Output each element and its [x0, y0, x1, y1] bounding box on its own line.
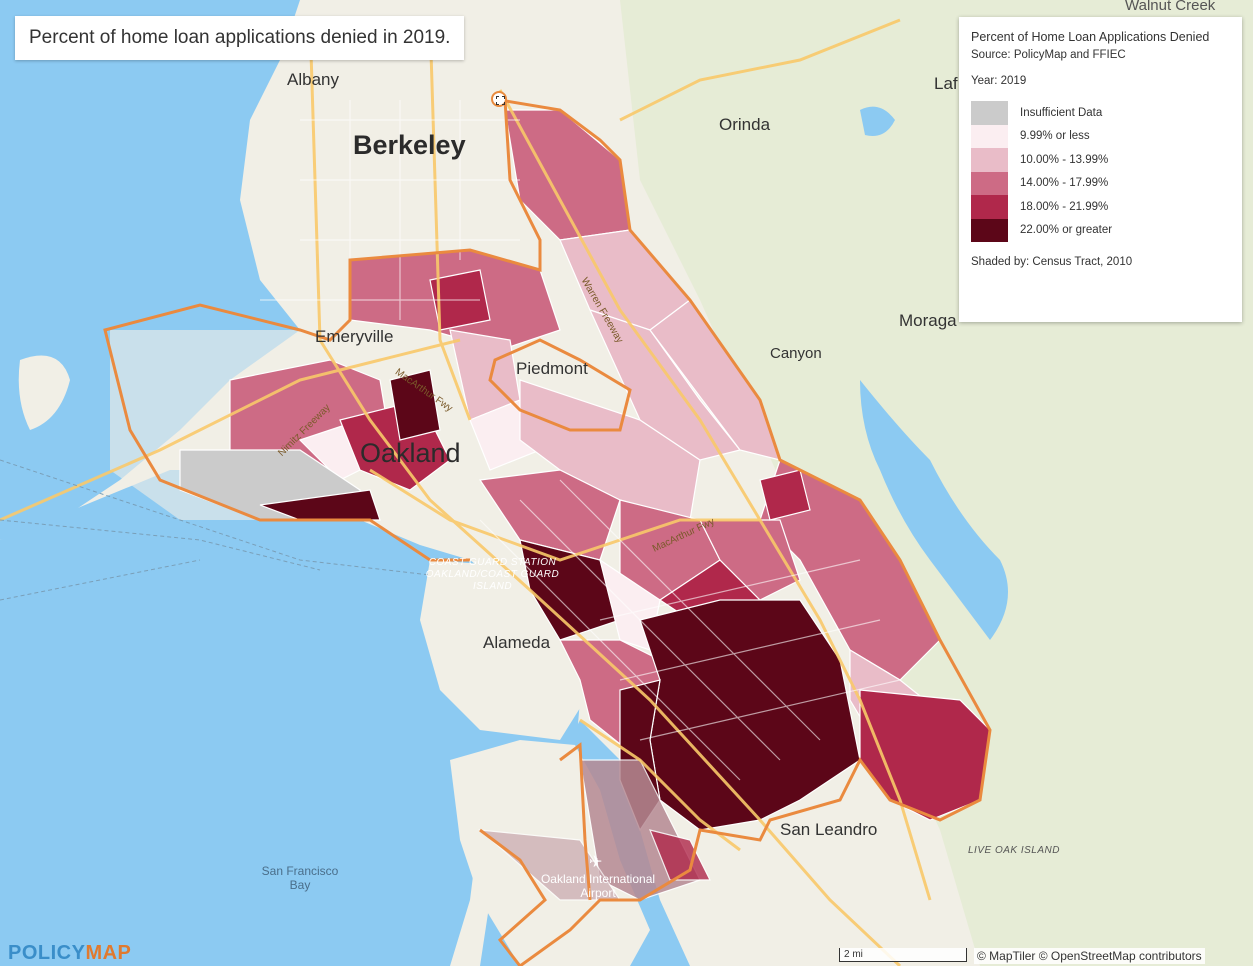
roads — [0, 18, 932, 966]
place-piedmont: Piedmont — [516, 359, 588, 378]
legend-items: Insufficient Data 9.99% or less 10.00% - 1… — [971, 101, 1230, 242]
city-boundary — [103, 98, 992, 966]
ferry-lines — [0, 459, 431, 601]
legend-swatch — [971, 124, 1008, 148]
place-live-oak: LIVE OAK ISLAND — [968, 845, 1060, 856]
legend-item: 22.00% or greater — [971, 218, 1230, 242]
place-lafayette: Laf — [934, 74, 958, 93]
legend-item-label: 22.00% or greater — [1020, 224, 1113, 237]
place-san-leandro: San Leandro — [780, 820, 878, 839]
map-title: Percent of home loan applications denied… — [15, 16, 465, 60]
place-walnut-creek: Walnut Creek — [1125, 0, 1216, 14]
policymap-logo[interactable]: POLICYMAP — [8, 942, 131, 965]
legend-item: 10.00% - 13.99% — [971, 148, 1230, 172]
place-moraga: Moraga — [899, 311, 957, 330]
place-airport: Oakland International Airport — [540, 872, 656, 900]
place-orinda: Orinda — [719, 115, 771, 134]
place-oakland: Oakland — [360, 438, 461, 468]
legend-item-label: 18.00% - 21.99% — [1020, 200, 1109, 213]
legend-title: Percent of Home Loan Applications Denied — [971, 30, 1210, 44]
place-berkeley: Berkeley — [353, 130, 466, 160]
place-canyon: Canyon — [770, 345, 822, 362]
legend-swatch — [971, 171, 1008, 195]
place-sf-bay: San Francisco Bay — [261, 864, 339, 892]
legend-swatch — [971, 195, 1008, 219]
legend-shaded-by: Shaded by: Census Tract, 2010 — [971, 256, 1230, 268]
legend-item-label: 9.99% or less — [1020, 130, 1090, 143]
legend-swatch — [971, 101, 1008, 125]
airport-icon: ✈ — [589, 854, 603, 871]
logo-part2: MAP — [85, 942, 132, 964]
scale-bar: 2 mi — [839, 948, 967, 962]
legend-item-label: 10.00% - 13.99% — [1020, 153, 1109, 166]
attribution[interactable]: © MapTiler © OpenStreetMap contributors — [974, 948, 1205, 964]
logo-part1: POLICY — [8, 942, 86, 964]
legend-item: Insufficient Data — [971, 101, 1230, 125]
legend-panel: Percent of Home Loan Applications Denied… — [959, 17, 1242, 322]
streets — [260, 100, 901, 781]
place-emeryville: Emeryville — [315, 327, 394, 346]
legend-source: Source: PolicyMap and FFIEC — [971, 49, 1126, 61]
place-coast-guard: COAST GUARD STATION OAKLAND/COAST GUARD … — [425, 557, 560, 592]
legend-swatch — [971, 148, 1008, 172]
legend-item: 9.99% or less — [971, 124, 1230, 148]
legend-item: 18.00% - 21.99% — [971, 195, 1230, 219]
legend-swatch — [971, 218, 1008, 242]
legend-item: 14.00% - 17.99% — [971, 171, 1230, 195]
place-alameda: Alameda — [483, 633, 551, 652]
legend-item-label: 14.00% - 17.99% — [1020, 177, 1109, 190]
legend-shaded-by-label: Shaded by: — [971, 256, 1030, 268]
legend-item-label: Insufficient Data — [1020, 106, 1103, 119]
location-marker[interactable] — [491, 91, 507, 107]
legend-shaded-by-value: Census Tract, 2010 — [1032, 256, 1133, 268]
legend-year: Year: 2019 — [971, 75, 1027, 87]
place-albany: Albany — [287, 70, 339, 89]
